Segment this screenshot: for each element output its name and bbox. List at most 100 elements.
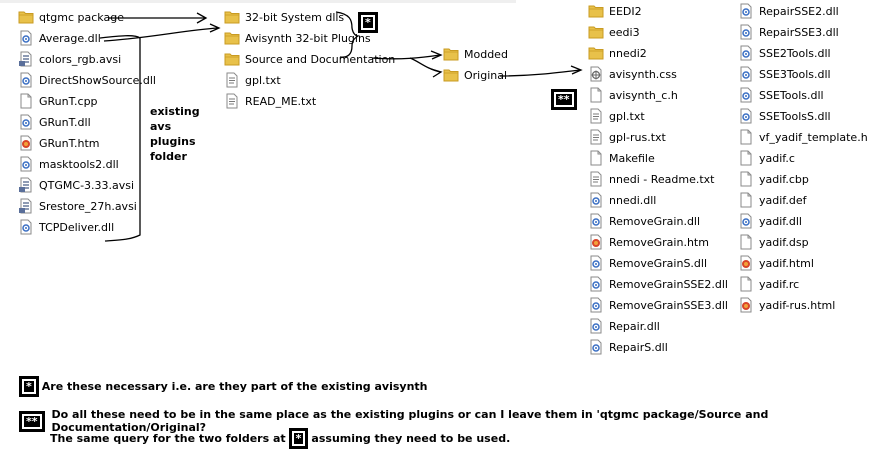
- item-label: SSE3Tools.dll: [759, 67, 831, 81]
- file-item[interactable]: nnedi - Readme.txt: [588, 169, 714, 189]
- item-label: RemoveGrainSSE3.dll: [609, 298, 728, 312]
- dll-icon: [738, 3, 754, 19]
- file-item[interactable]: Srestore_27h.avsi: [18, 196, 137, 216]
- note-line-3: The same query for the two folders at * …: [50, 428, 510, 449]
- dll-icon: [738, 213, 754, 229]
- file-item[interactable]: RepairSSE2.dll: [738, 1, 839, 21]
- note3-tag: *: [288, 428, 309, 449]
- file-item[interactable]: RemoveGrainSSE3.dll: [588, 295, 728, 315]
- file-item[interactable]: GRunT.cpp: [18, 91, 98, 111]
- folder-item[interactable]: Avisynth 32-bit Plugins: [224, 28, 371, 48]
- file-item[interactable]: yadif.def: [738, 190, 806, 210]
- html-icon: [588, 234, 604, 250]
- avsi-icon: [18, 177, 34, 193]
- item-label: nnedi.dll: [609, 193, 657, 207]
- item-label: SSE2Tools.dll: [759, 46, 831, 60]
- item-label: colors_rgb.avsi: [39, 52, 122, 66]
- file-item[interactable]: yadif-rus.html: [738, 295, 835, 315]
- folder-icon: [18, 9, 34, 25]
- item-label: Original: [464, 68, 508, 82]
- file-item[interactable]: yadif.c: [738, 148, 795, 168]
- file-item[interactable]: avisynth.css: [588, 64, 677, 84]
- dll-icon: [18, 30, 34, 46]
- dll-icon: [18, 219, 34, 235]
- item-label: Average.dll: [39, 31, 101, 45]
- file-item[interactable]: RemoveGrainS.dll: [588, 253, 707, 273]
- dll-icon: [18, 72, 34, 88]
- folder-item[interactable]: qtgmc package: [18, 7, 124, 27]
- txt-icon: [224, 72, 240, 88]
- folder-item[interactable]: 32-bit System dlls: [224, 7, 344, 27]
- dll-icon: [738, 87, 754, 103]
- file-item[interactable]: RemoveGrain.dll: [588, 211, 700, 231]
- tag-star-col2: *: [358, 12, 378, 33]
- file-item[interactable]: yadif.rc: [738, 274, 799, 294]
- file-item[interactable]: GRunT.dll: [18, 112, 91, 132]
- item-label: yadif.rc: [759, 277, 800, 291]
- html-icon: [18, 135, 34, 151]
- file-item[interactable]: READ_ME.txt: [224, 91, 316, 111]
- file-item[interactable]: colors_rgb.avsi: [18, 49, 121, 69]
- file-item[interactable]: SSE3Tools.dll: [738, 64, 831, 84]
- txt-icon: [588, 171, 604, 187]
- file-item[interactable]: gpl-rus.txt: [588, 127, 666, 147]
- folder-item[interactable]: Modded: [443, 44, 508, 64]
- note-word-folder: folder: [150, 150, 187, 163]
- tag-star-label: *: [358, 12, 378, 33]
- file-item[interactable]: vf_yadif_template.h: [738, 127, 868, 147]
- file-item[interactable]: RemoveGrainSSE2.dll: [588, 274, 728, 294]
- folder-icon: [443, 46, 459, 62]
- file-item[interactable]: RepairSSE3.dll: [738, 22, 839, 42]
- folder-item[interactable]: Source and Documentation: [224, 49, 395, 69]
- dll-icon: [738, 66, 754, 82]
- file-item[interactable]: GRunT.htm: [18, 133, 100, 153]
- dll-icon: [738, 45, 754, 61]
- dll-icon: [588, 339, 604, 355]
- file-item[interactable]: yadif.dsp: [738, 232, 809, 252]
- folder-item[interactable]: nnedi2: [588, 43, 647, 63]
- file-item[interactable]: SSETools.dll: [738, 85, 824, 105]
- file-item[interactable]: yadif.cbp: [738, 169, 809, 189]
- dll-icon: [588, 255, 604, 271]
- item-label: RemoveGrain.htm: [609, 235, 709, 249]
- item-label: avisynth_c.h: [609, 88, 678, 102]
- folder-icon: [443, 67, 459, 83]
- text-file-icon: [738, 234, 754, 250]
- file-item[interactable]: SSEToolsS.dll: [738, 106, 831, 126]
- file-item[interactable]: masktools2.dll: [18, 154, 119, 174]
- file-item[interactable]: gpl.txt: [224, 70, 281, 90]
- folder-item[interactable]: Original: [443, 65, 507, 85]
- item-label: yadif.dll: [759, 214, 802, 228]
- folder-item[interactable]: eedi3: [588, 22, 640, 42]
- folder-item[interactable]: EEDI2: [588, 1, 642, 21]
- file-item[interactable]: RepairS.dll: [588, 337, 668, 357]
- item-label: RepairSSE3.dll: [759, 25, 839, 39]
- file-item[interactable]: Makefile: [588, 148, 655, 168]
- file-item[interactable]: SSE2Tools.dll: [738, 43, 831, 63]
- avsi-icon: [18, 51, 34, 67]
- item-label: RemoveGrain.dll: [609, 214, 701, 228]
- txt-icon: [224, 93, 240, 109]
- file-item[interactable]: Repair.dll: [588, 316, 660, 336]
- folder-icon: [588, 24, 604, 40]
- file-item[interactable]: RemoveGrain.htm: [588, 232, 709, 252]
- item-label: RepairSSE2.dll: [759, 4, 839, 18]
- item-label: Avisynth 32-bit Plugins: [245, 31, 371, 45]
- html-icon: [738, 255, 754, 271]
- top-edge-bar: [0, 0, 516, 3]
- item-label: yadif-rus.html: [759, 298, 836, 312]
- file-item[interactable]: TCPDeliver.dll: [18, 217, 114, 237]
- item-label: yadif.dsp: [759, 235, 809, 249]
- file-item[interactable]: yadif.html: [738, 253, 814, 273]
- file-item[interactable]: nnedi.dll: [588, 190, 656, 210]
- item-label: TCPDeliver.dll: [39, 220, 115, 234]
- file-item[interactable]: DirectShowSource.dll: [18, 70, 156, 90]
- item-label: masktools2.dll: [39, 157, 119, 171]
- file-item[interactable]: Average.dll: [18, 28, 101, 48]
- file-item[interactable]: QTGMC-3.33.avsi: [18, 175, 134, 195]
- file-item[interactable]: gpl.txt: [588, 106, 645, 126]
- tag-double-star-col4: **: [551, 89, 577, 110]
- note-existing-plugins-folder: existing avs plugins folder: [150, 104, 200, 164]
- file-item[interactable]: yadif.dll: [738, 211, 802, 231]
- file-item[interactable]: avisynth_c.h: [588, 85, 678, 105]
